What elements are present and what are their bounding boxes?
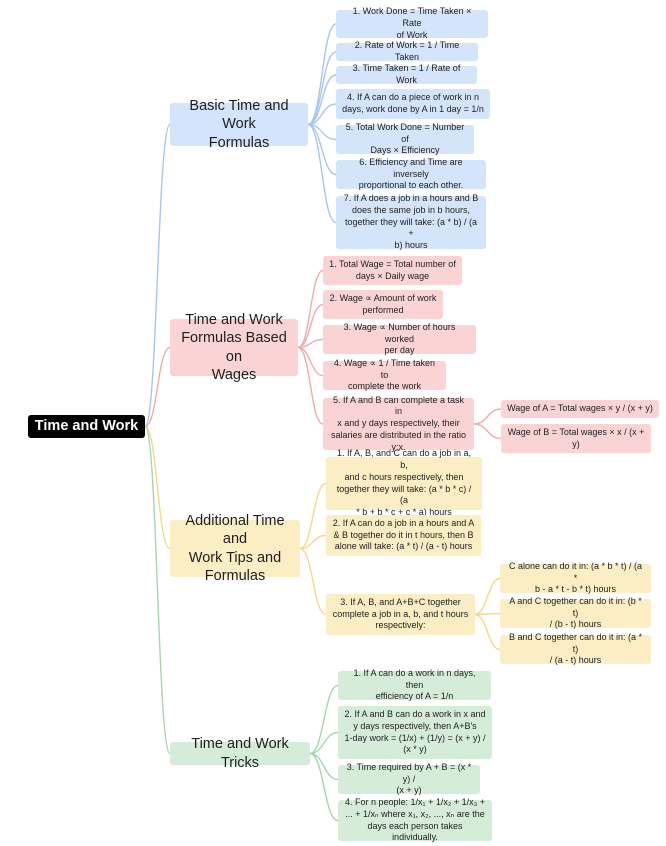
basic-item-2[interactable]: 2. Rate of Work = 1 / Time Taken bbox=[336, 40, 478, 62]
wage-subitem-b[interactable]: Wage of B = Total wages × x / (x + y) bbox=[501, 424, 651, 453]
connector-branch-additional-tips bbox=[144, 425, 171, 550]
tips-item-2[interactable]: 2. If A can do a job in a hours and A & … bbox=[326, 515, 481, 556]
basic-item-6[interactable]: 6. Efficiency and Time are inversely pro… bbox=[336, 157, 486, 190]
connector-basic-item-6 bbox=[307, 123, 337, 176]
tricks-item-2[interactable]: 2. If A and B can do a work in x and y d… bbox=[338, 706, 492, 759]
connector-wage-item-1 bbox=[297, 269, 324, 349]
connector-tips-subitem-bc bbox=[474, 613, 501, 651]
connector-basic-item-5 bbox=[307, 123, 337, 141]
connector-tricks-item-4 bbox=[309, 752, 339, 822]
connector-wage-item-5 bbox=[297, 346, 324, 425]
connector-basic-item-2 bbox=[307, 51, 337, 126]
wage-subitem-a[interactable]: Wage of A = Total wages × y / (x + y) bbox=[501, 400, 659, 418]
tips-subitem-ac[interactable]: A and C together can do it in: (b * t) /… bbox=[500, 596, 651, 629]
root-node[interactable]: Time and Work bbox=[28, 415, 145, 438]
basic-item-1[interactable]: 1. Work Done = Time Taken × Rate of Work bbox=[336, 6, 488, 40]
tricks-item-3[interactable]: 3. Time required by A + B = (x * y) / (x… bbox=[338, 762, 480, 795]
connector-wage-subitem-a bbox=[473, 408, 502, 425]
tips-item-3[interactable]: 3. If A, B, and A+B+C together complete … bbox=[326, 594, 475, 635]
connector-wage-item-3 bbox=[297, 338, 324, 349]
wage-item-4[interactable]: 4. Wage ∝ 1 / Time taken to complete the… bbox=[323, 358, 446, 391]
connector-branch-wage-formulas bbox=[144, 346, 171, 428]
branch-basic-formulas[interactable]: Basic Time and Work Formulas bbox=[170, 98, 308, 151]
tips-item-1[interactable]: 1. If A, B, and C can do a job in a, b, … bbox=[326, 448, 482, 517]
connector-basic-item-3 bbox=[307, 74, 337, 126]
connector-wage-item-4 bbox=[297, 346, 324, 377]
connector-tricks-item-2 bbox=[309, 731, 339, 755]
connector-wage-subitem-b bbox=[473, 423, 502, 440]
wage-item-5[interactable]: 5. If A and B can complete a task in x a… bbox=[323, 395, 474, 452]
basic-item-4[interactable]: 4. If A can do a piece of work in n days… bbox=[336, 89, 490, 119]
connector-wage-item-2 bbox=[297, 303, 324, 349]
tips-subitem-bc[interactable]: B and C together can do it in: (a * t) /… bbox=[500, 632, 651, 665]
connector-tricks-item-1 bbox=[309, 684, 339, 755]
branch-tricks[interactable]: Time and Work Tricks bbox=[170, 736, 310, 771]
connector-tips-subitem-c bbox=[474, 577, 501, 616]
tricks-item-4[interactable]: 4. For n people: 1/x₁ + 1/x₂ + 1/x₃ + ..… bbox=[338, 797, 492, 842]
connector-branch-basic-formulas bbox=[144, 123, 171, 428]
wage-item-2[interactable]: 2. Wage ∝ Amount of work performed bbox=[323, 290, 443, 319]
basic-item-7[interactable]: 7. If A does a job in a hours and B does… bbox=[336, 193, 486, 250]
branch-additional-tips[interactable]: Additional Time and Work Tips and Formul… bbox=[170, 513, 300, 584]
branch-wage-formulas[interactable]: Time and Work Formulas Based on Wages bbox=[170, 312, 298, 383]
connector-tips-item-1 bbox=[299, 482, 327, 550]
connector-tips-subitem-ac bbox=[474, 612, 501, 616]
wage-item-3[interactable]: 3. Wage ∝ Number of hours worked per day bbox=[323, 322, 476, 355]
basic-item-3[interactable]: 3. Time Taken = 1 / Rate of Work bbox=[336, 63, 477, 85]
connector-tips-item-3 bbox=[299, 547, 327, 616]
tricks-item-1[interactable]: 1. If A can do a work in n days, then ef… bbox=[338, 668, 491, 701]
connector-basic-item-4 bbox=[307, 103, 337, 126]
connector-branch-tricks bbox=[144, 425, 171, 755]
connector-basic-item-7 bbox=[307, 123, 337, 224]
basic-item-5[interactable]: 5. Total Work Done = Number of Days × Ef… bbox=[336, 122, 474, 155]
connector-tricks-item-3 bbox=[309, 752, 339, 781]
wage-item-1[interactable]: 1. Total Wage = Total number of days × D… bbox=[323, 256, 462, 285]
connector-basic-item-1 bbox=[307, 23, 337, 126]
connector-tips-item-2 bbox=[299, 534, 327, 550]
tips-subitem-c[interactable]: C alone can do it in: (a * b * t) / (a *… bbox=[500, 561, 651, 594]
